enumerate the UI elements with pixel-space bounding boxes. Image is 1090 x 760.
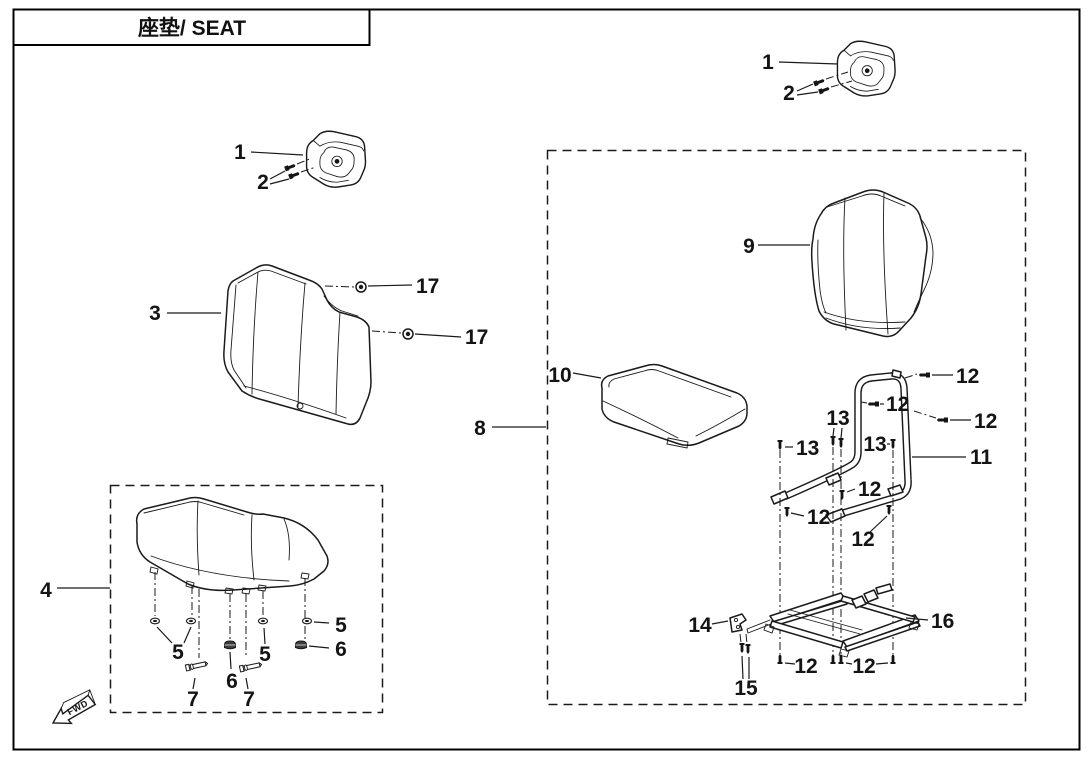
- screw-icon: [830, 436, 836, 446]
- screw-icon: [777, 654, 783, 664]
- callout-16: 16: [931, 610, 954, 633]
- callout-3: 3: [149, 302, 161, 325]
- headrest-left-assembly: 1 2: [234, 130, 367, 194]
- callout-12-bottom-right: 12: [852, 655, 875, 678]
- screw-icon: [777, 440, 783, 450]
- callout-12-bar-right: 12: [851, 528, 874, 551]
- nut-icon: [149, 617, 161, 625]
- screw-icon: [284, 162, 297, 172]
- callout-10: 10: [548, 364, 571, 387]
- cushion-single-drawing: [600, 363, 748, 447]
- cushion-box-assembly: 4 5 7 6 7 5 5 6: [40, 484, 384, 714]
- cap-nut-icon: [224, 640, 236, 650]
- screw-icon: [818, 85, 831, 95]
- callout-7-right: 7: [243, 688, 255, 711]
- callout-8: 8: [474, 417, 486, 440]
- callout-6-right: 6: [335, 638, 347, 661]
- seat-assembly-box: 8 9 10: [474, 149, 1027, 706]
- screw-icon: [886, 505, 892, 515]
- headrest-drawing: [836, 40, 896, 97]
- headrest-drawing: [305, 130, 367, 188]
- screw-icon: [830, 654, 836, 664]
- title-block: 座垫/ SEAT: [12, 8, 371, 46]
- latch-bracket: 14 15: [688, 613, 758, 700]
- backrest-bench-drawing: [223, 264, 372, 426]
- page-title: 座垫/ SEAT: [138, 16, 246, 40]
- callout-12-bar-mid: 12: [858, 478, 881, 501]
- callout-12-upper-right: 12: [974, 410, 997, 433]
- screw-icon: [813, 77, 826, 87]
- screw-icon: [784, 507, 790, 517]
- frame-clamp: [891, 369, 902, 379]
- nut-icon: [301, 617, 313, 625]
- screw-icon: [890, 439, 896, 449]
- callout-12-upper-left: 12: [886, 393, 909, 416]
- callout-1-right: 1: [762, 51, 774, 74]
- callout-1-left: 1: [234, 141, 246, 164]
- cushion-bench-drawing: [135, 496, 329, 592]
- backrest-bench-assembly: 3 17 17: [149, 264, 488, 426]
- screw-icon: [288, 170, 301, 180]
- callout-5-center: 5: [259, 643, 271, 666]
- fwd-direction-indicator: FWD: [51, 689, 97, 725]
- screw-icon: [868, 401, 879, 407]
- callout-9: 9: [743, 235, 755, 258]
- callout-12-top: 12: [956, 365, 979, 388]
- callout-15: 15: [734, 677, 758, 700]
- frame-clamp: [887, 484, 904, 497]
- screw-icon: [739, 643, 745, 653]
- cap-nut-icon: [295, 640, 307, 650]
- callout-14: 14: [688, 614, 712, 637]
- callout-13-left: 13: [796, 437, 819, 460]
- title-box: [12, 8, 371, 46]
- grommet-icon: [402, 328, 414, 340]
- callout-17-upper: 17: [416, 275, 439, 298]
- grommet-icon: [355, 281, 367, 293]
- backrest-single-drawing: [810, 189, 928, 338]
- backrest-single: 9: [743, 189, 934, 338]
- callout-4: 4: [40, 579, 52, 602]
- callout-12-bottom-left: 12: [794, 655, 817, 678]
- frame-tab: [825, 508, 846, 523]
- callout-2-right: 2: [783, 82, 795, 105]
- callout-5-pair: 5: [172, 641, 184, 664]
- slider-base: 16: [746, 583, 954, 658]
- callout-5-right: 5: [335, 614, 347, 637]
- callout-2-left: 2: [257, 171, 269, 194]
- fwd-arrow-icon: [51, 694, 97, 725]
- screw-icon: [919, 372, 930, 378]
- screw-icon: [937, 417, 948, 423]
- callout-11: 11: [970, 446, 993, 469]
- cushion-single: 10: [548, 363, 748, 449]
- callout-12-bar-left: 12: [807, 506, 830, 529]
- callout-13-center: 13: [826, 407, 849, 430]
- dashed-box-cushion: [109, 484, 384, 714]
- outer-border: [12, 8, 1081, 751]
- screw-icon: [745, 644, 751, 654]
- screw-icon: [838, 438, 844, 448]
- seat-frame: 11: [770, 369, 993, 523]
- screw-icon: [890, 654, 896, 664]
- nut-icon: [257, 617, 269, 625]
- bolt-icon: [184, 659, 209, 672]
- callout-7-left: 7: [187, 688, 199, 711]
- callout-13-right: 13: [863, 433, 886, 456]
- callout-6-center: 6: [226, 670, 238, 693]
- callout-17-lower: 17: [465, 326, 488, 349]
- screw-icon: [839, 490, 845, 500]
- nut-icon: [185, 617, 197, 625]
- dashed-box-assembly: [546, 149, 1027, 706]
- headrest-right-assembly: 1 2: [762, 40, 896, 105]
